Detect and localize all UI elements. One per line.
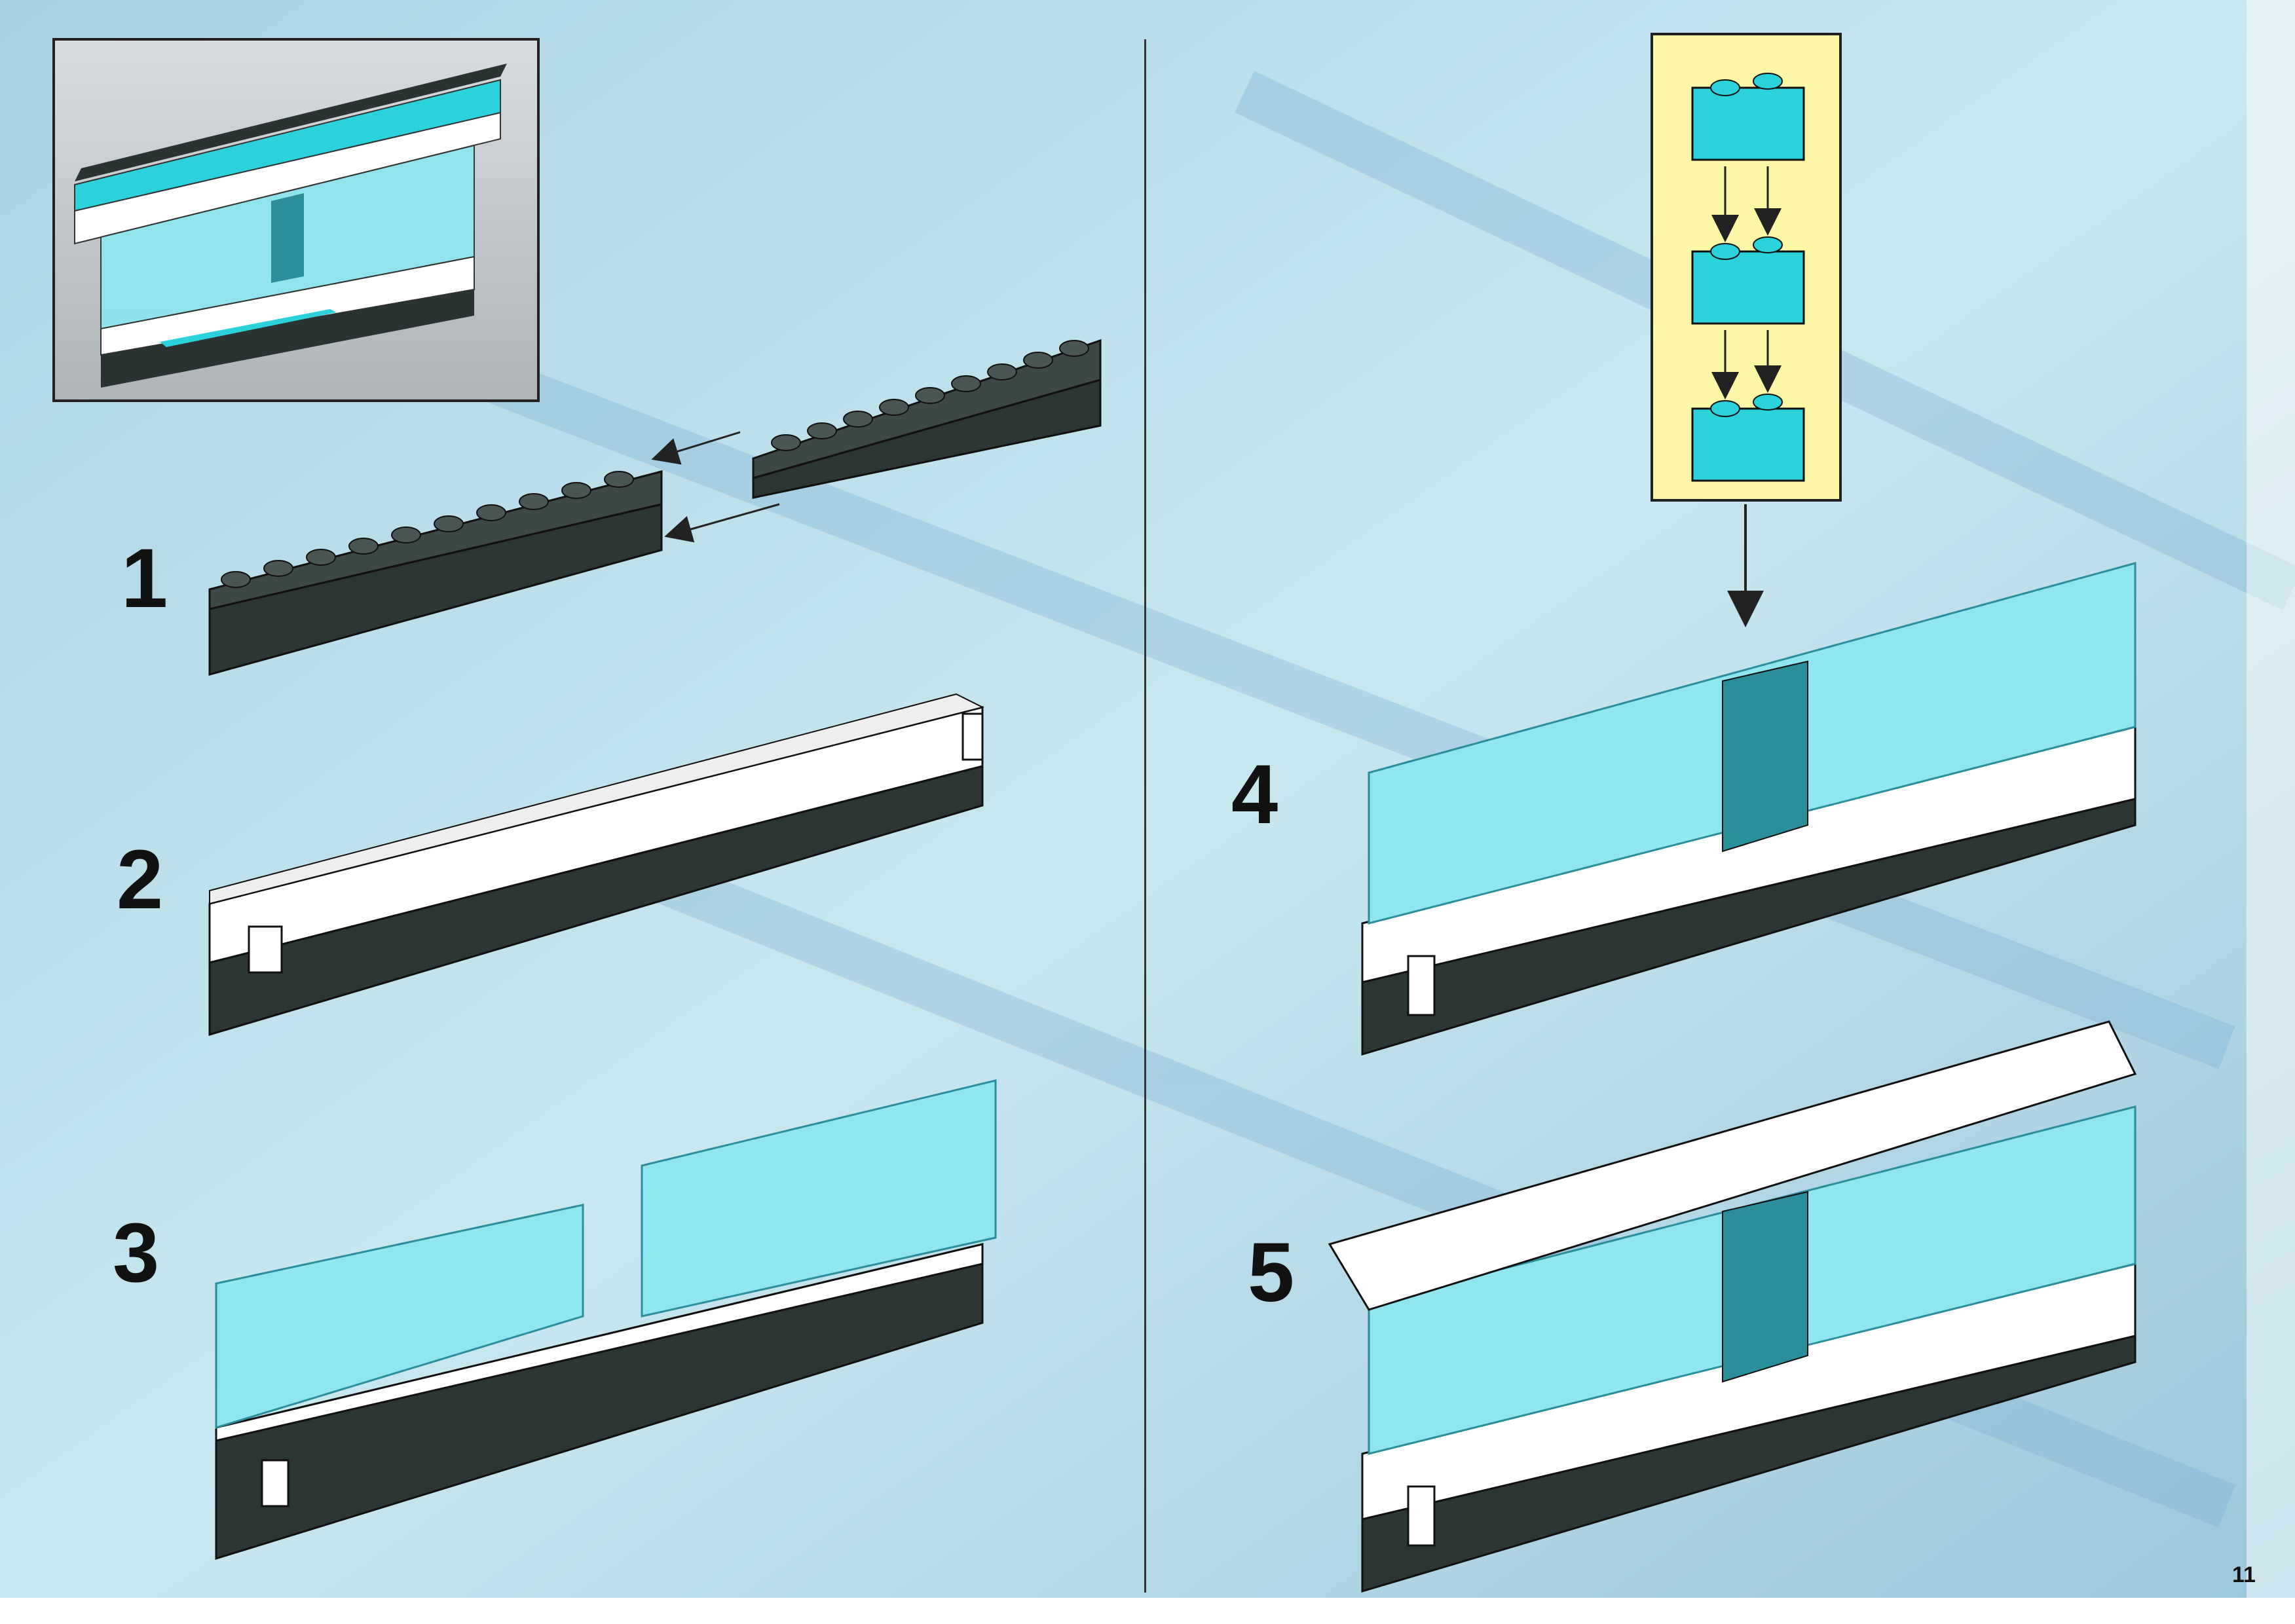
step-number-1: 1	[121, 537, 168, 621]
step-number-2: 2	[117, 838, 163, 922]
grille-brick-stack	[1653, 35, 1844, 504]
step-number-5: 5	[1248, 1231, 1294, 1315]
page-number: 11	[2232, 1564, 2256, 1586]
step-number-3: 3	[113, 1211, 159, 1295]
step5-wall	[1330, 1022, 2135, 1591]
subassembly-callout	[1651, 33, 1842, 502]
step-number-4: 4	[1231, 753, 1278, 837]
step3-wall	[216, 1080, 996, 1559]
step4-wall	[1362, 563, 2135, 1054]
step1-bricks	[210, 341, 1100, 674]
step2-base	[210, 694, 982, 1035]
